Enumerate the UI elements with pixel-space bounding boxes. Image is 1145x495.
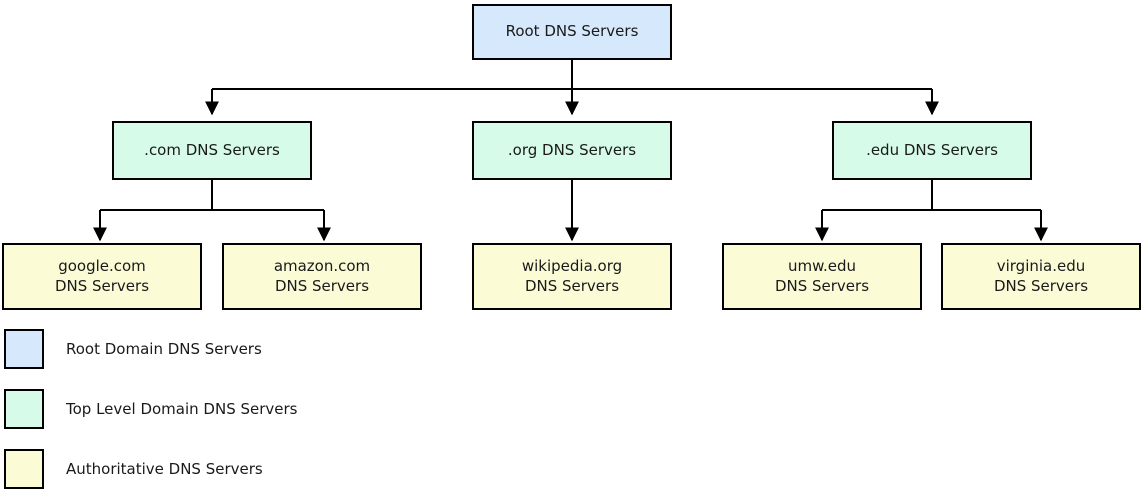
- node-com-dns-servers[interactable]: .com DNS Servers: [112, 121, 312, 180]
- node-wikipedia-org-dns-servers[interactable]: wikipedia.org DNS Servers: [472, 243, 672, 310]
- node-label: google.com DNS Servers: [54, 257, 150, 295]
- node-label: umw.edu DNS Servers: [774, 257, 870, 295]
- legend-item-top-level-domain: Top Level Domain DNS Servers: [4, 389, 297, 429]
- node-label: .com DNS Servers: [144, 140, 280, 159]
- node-label: virginia.edu DNS Servers: [993, 257, 1089, 295]
- node-umw-edu-dns-servers[interactable]: umw.edu DNS Servers: [722, 243, 922, 310]
- legend-label: Root Domain DNS Servers: [66, 340, 262, 358]
- node-google-com-dns-servers[interactable]: google.com DNS Servers: [2, 243, 202, 310]
- node-label: wikipedia.org DNS Servers: [521, 257, 623, 295]
- node-root-dns-servers[interactable]: Root DNS Servers: [472, 4, 672, 60]
- node-label: Root DNS Servers: [505, 22, 639, 41]
- node-label: .org DNS Servers: [507, 140, 637, 159]
- legend-label: Authoritative DNS Servers: [66, 460, 263, 478]
- legend-label: Top Level Domain DNS Servers: [66, 400, 298, 418]
- legend-swatch-root-domain: [4, 329, 44, 369]
- legend-item-authoritative: Authoritative DNS Servers: [4, 449, 263, 489]
- node-amazon-com-dns-servers[interactable]: amazon.com DNS Servers: [222, 243, 422, 310]
- legend-item-root-domain: Root Domain DNS Servers: [4, 329, 262, 369]
- node-virginia-edu-dns-servers[interactable]: virginia.edu DNS Servers: [941, 243, 1141, 310]
- node-label: .edu DNS Servers: [866, 140, 998, 159]
- legend-swatch-authoritative: [4, 449, 44, 489]
- node-edu-dns-servers[interactable]: .edu DNS Servers: [832, 121, 1032, 180]
- legend-swatch-top-level-domain: [4, 389, 44, 429]
- node-org-dns-servers[interactable]: .org DNS Servers: [472, 121, 672, 180]
- node-label: amazon.com DNS Servers: [273, 257, 371, 295]
